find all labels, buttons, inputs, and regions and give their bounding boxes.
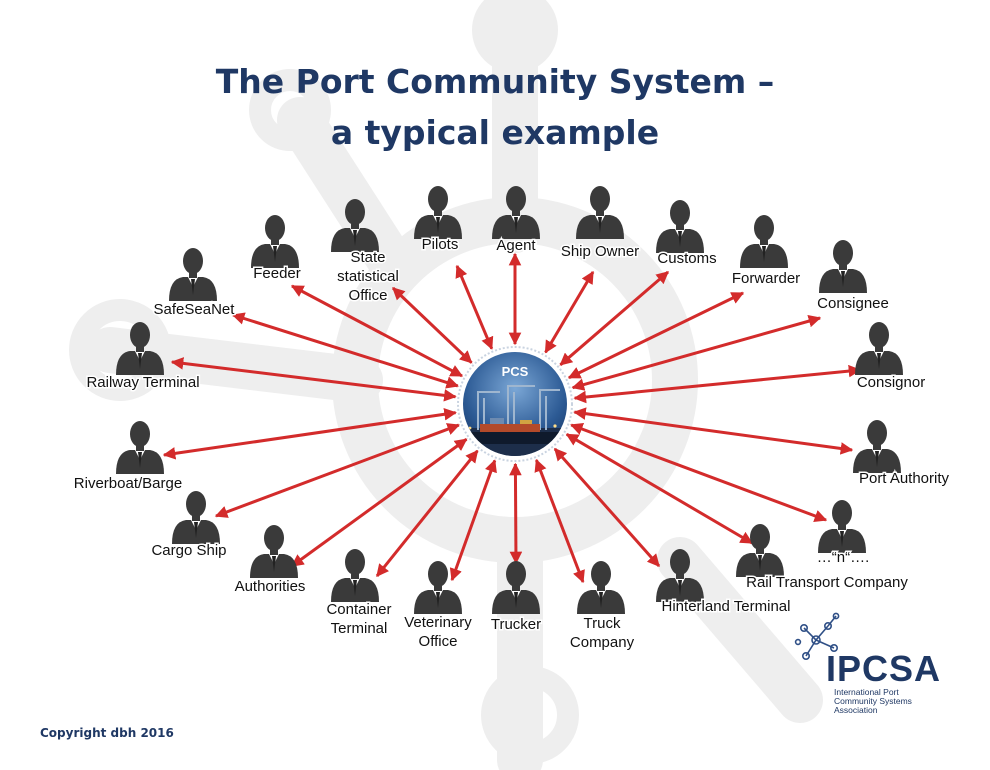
person-icon <box>492 186 540 239</box>
person-icon <box>736 524 784 577</box>
person-icon <box>414 186 462 239</box>
stakeholder-label-safeseanet: SafeSeaNet <box>154 301 236 318</box>
ipcsa-logo-icon <box>794 612 840 660</box>
person-icon <box>251 215 299 268</box>
stakeholder-label-feeder: Feeder <box>253 265 301 282</box>
stakeholder-label-rail-transport-company: Rail Transport Company <box>746 574 908 591</box>
person-icon <box>492 561 540 614</box>
person-icon <box>172 491 220 544</box>
arrow-layer <box>162 252 862 584</box>
stakeholder-label-authorities: Authorities <box>235 578 306 595</box>
title-line-2: a typical example <box>330 113 660 152</box>
stakeholder-label-cargo-ship: Cargo Ship <box>151 542 226 559</box>
stakeholder-label-railway-terminal: Railway Terminal <box>86 374 199 391</box>
stakeholder-label-line: Railway Terminal <box>86 374 199 391</box>
stakeholder-label-line: Truck <box>584 615 621 632</box>
pcs-label: PCS <box>502 364 529 379</box>
person-icon <box>116 322 164 375</box>
stakeholder-label-line: Consignor <box>857 374 925 391</box>
person-icon <box>740 215 788 268</box>
ipcsa-logo-subtitle: International Port Community Systems Ass… <box>834 688 954 715</box>
ipcsa-logo-name: IPCSA <box>826 648 942 689</box>
stakeholder-label-line: Trucker <box>491 616 541 633</box>
stakeholder-label-pilots: Pilots <box>422 236 459 253</box>
stakeholder-label-line: Hinterland Terminal <box>662 598 791 615</box>
person-icon <box>818 500 866 553</box>
stakeholder-label-line: Veterinary <box>404 614 472 631</box>
stakeholder-label-line: Riverboat/Barge <box>74 475 182 492</box>
connection-arrow-hinterland-terminal <box>553 447 661 567</box>
connection-arrow-state-statistical-office <box>391 286 473 364</box>
stakeholder-label-line: Office <box>349 287 388 304</box>
person-icon <box>819 240 867 293</box>
person-icon <box>853 420 901 473</box>
stakeholder-label-line: State <box>350 249 385 266</box>
stakeholder-label-line: Authorities <box>235 578 306 595</box>
connection-arrow-pilots <box>455 264 494 350</box>
stakeholder-label-line: Port Authority <box>859 470 950 487</box>
stakeholder-label-line: …“n“…. <box>817 549 870 566</box>
person-icon <box>855 322 903 375</box>
stakeholder-label-line: Office <box>419 633 458 650</box>
stakeholder-label-hinterland-terminal: Hinterland Terminal <box>662 598 791 615</box>
stakeholder-label-trucker: Trucker <box>491 616 541 633</box>
stakeholder-label-line: Container <box>326 601 391 618</box>
connection-arrow-port-authority <box>573 407 854 455</box>
port-photo-icon <box>463 352 567 456</box>
connection-arrow-trucker <box>509 462 523 565</box>
stakeholder-label-ship-owner: Ship Owner <box>561 243 639 260</box>
stakeholder-label-line: Terminal <box>331 620 388 637</box>
stakeholder-label-forwarder: Forwarder <box>732 270 800 287</box>
stakeholder-label-line: Company <box>570 634 635 651</box>
stakeholder-label-consignee: Consignee <box>817 295 889 312</box>
stakeholder-label-consignor: Consignor <box>857 374 925 391</box>
stakeholder-label-line: Agent <box>496 237 536 254</box>
person-icon <box>331 199 379 252</box>
person-icon <box>577 561 625 614</box>
ipcsa-subtitle-line: International Port <box>834 687 899 697</box>
stakeholder-label-line: statistical <box>337 268 399 285</box>
title-line-1: The Port Community System – <box>215 62 775 101</box>
person-icon <box>414 561 462 614</box>
person-icon <box>250 525 298 578</box>
stakeholder-label-line: Rail Transport Company <box>746 574 908 591</box>
connection-arrow-railway-terminal <box>170 357 457 402</box>
copyright-notice: Copyright dbh 2016 <box>40 726 174 740</box>
person-icon <box>656 549 704 602</box>
ipcsa-subtitle-line: Association <box>834 705 878 715</box>
stakeholder-label-line: Ship Owner <box>561 243 639 260</box>
connection-arrow-consignor <box>573 364 862 404</box>
stakeholder-label-n-others: …“n“…. <box>817 549 870 566</box>
ipcsa-subtitle-line: Community Systems <box>834 696 912 706</box>
person-icon <box>331 549 379 602</box>
connection-arrow-ship-owner <box>544 270 595 354</box>
pcs-hub: PCS <box>457 346 573 462</box>
person-icon <box>656 200 704 253</box>
stakeholder-label-line: Cargo Ship <box>151 542 226 559</box>
person-icon <box>116 421 164 474</box>
background-watermark-nodes <box>69 0 579 764</box>
stakeholder-label-line: Consignee <box>817 295 889 312</box>
connection-arrow-veterinary-office <box>449 459 497 582</box>
person-icon <box>169 248 217 301</box>
stakeholder-label-customs: Customs <box>657 250 716 267</box>
stakeholder-label-line: Customs <box>657 250 716 267</box>
stakeholder-label-line: Forwarder <box>732 270 800 287</box>
stakeholder-label-line: Pilots <box>422 236 459 253</box>
person-icon <box>576 186 624 239</box>
stakeholder-label-line: Feeder <box>253 265 301 282</box>
stakeholder-label-riverboat-barge: Riverboat/Barge <box>74 475 182 492</box>
connection-arrow-riverboat-barge <box>162 408 457 460</box>
stakeholder-label-agent: Agent <box>496 237 536 254</box>
stakeholder-label-port-authority: Port Authority <box>859 470 950 487</box>
stakeholder-label-line: SafeSeaNet <box>154 301 236 318</box>
